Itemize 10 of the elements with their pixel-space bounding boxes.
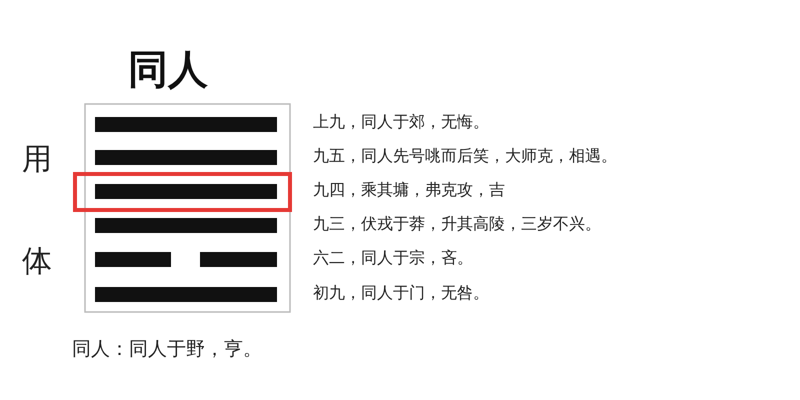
line-text: 六二，同人于宗，吝。 — [313, 250, 473, 266]
line-text: 九三，伏戎于莽，升其高陵，三岁不兴。 — [313, 216, 601, 232]
line-text: 九五，同人先号咷而后笑，大师克，相遇。 — [313, 148, 617, 164]
side-label: 体 — [22, 247, 52, 277]
line-text: 初九，同人于门，无咎。 — [313, 285, 489, 301]
line-text: 上九，同人于郊，无悔。 — [313, 114, 489, 130]
side-label: 用 — [22, 145, 52, 175]
title: 同人 — [128, 50, 208, 90]
line-text: 九四，乘其墉，弗克攻，吉 — [313, 182, 505, 198]
caption: 同人：同人于野，亨。 — [72, 340, 262, 359]
